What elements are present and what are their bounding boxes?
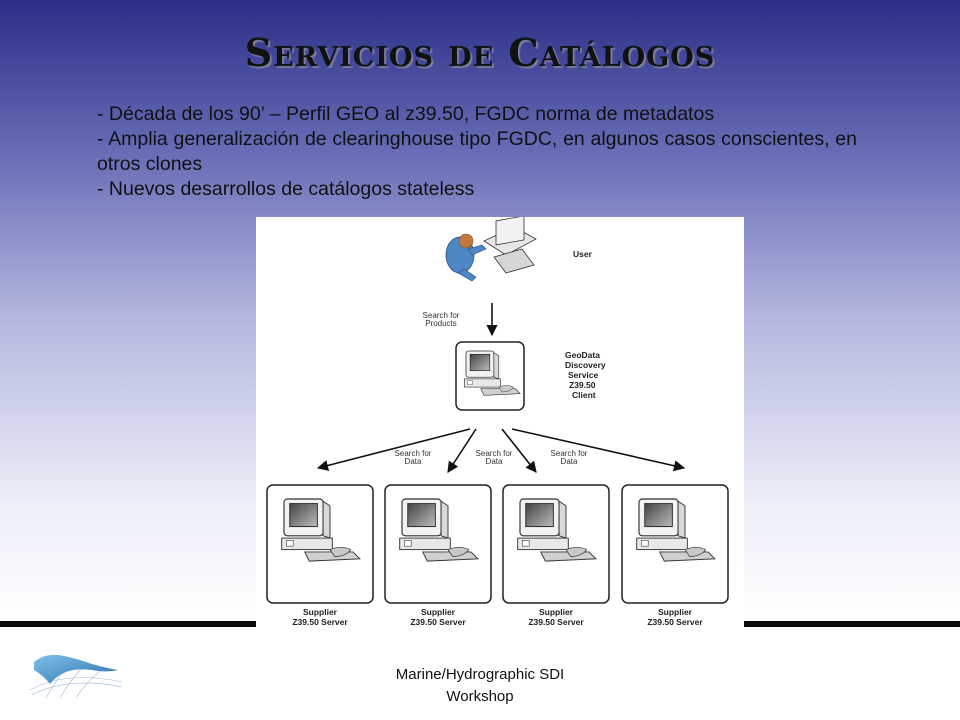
bullet-item: - Nuevos desarrollos de catálogos statel…: [97, 178, 475, 200]
server-label: Z39.50 Server: [292, 617, 348, 627]
server-label: Z39.50 Server: [410, 617, 466, 627]
user-workstation-icon: [445, 217, 537, 282]
server-label: Supplier: [539, 607, 574, 617]
search-data-label: Data: [405, 457, 422, 466]
footer-line: Marine/Hydrographic SDI: [395, 666, 565, 683]
search-data-label: Data: [561, 457, 578, 466]
client-label: GeoData: [565, 350, 600, 360]
fanout-arrows: [316, 428, 686, 473]
server-label: Supplier: [303, 607, 338, 617]
search-products-label: Products: [425, 319, 457, 328]
search-data-label: Data: [486, 457, 503, 466]
server-node: [384, 484, 492, 604]
server-label: Supplier: [421, 607, 456, 617]
server-node: [266, 484, 374, 604]
bullet-item: - Década de los 90’ – Perfil GEO al z39.…: [97, 103, 715, 125]
search-products-label: Search for: [423, 311, 460, 320]
server-label: Supplier: [658, 607, 693, 617]
search-data-label: Search for: [395, 449, 432, 458]
client-label: Client: [572, 390, 596, 400]
user-label: User: [573, 249, 593, 259]
bullet-list: - Década de los 90’ – Perfil GEO al z39.…: [97, 102, 857, 202]
client-label: Z39.50: [569, 380, 596, 390]
search-data-label: Search for: [476, 449, 513, 458]
arrow-to-server-2: [447, 428, 477, 473]
slide-title: Servicios de Catálogos: [244, 30, 716, 75]
arrow-to-server-1: [316, 428, 471, 471]
server-node: [502, 484, 610, 604]
server-label: Z39.50 Server: [647, 617, 703, 627]
client-label: Service: [568, 370, 599, 380]
arrow-to-server-4: [511, 428, 686, 472]
server-label: Z39.50 Server: [528, 617, 584, 627]
footer-text: Marine/Hydrographic SDI Workshop: [330, 664, 630, 708]
client-label: Discovery: [565, 360, 606, 370]
footer-line: Workshop: [446, 688, 514, 705]
search-data-label: Search for: [551, 449, 588, 458]
map-logo-icon: [29, 654, 123, 699]
server-node: [621, 484, 729, 604]
architecture-diagram: User Search for Products GeoData Discove…: [256, 217, 744, 639]
arrow-to-server-3: [501, 428, 537, 473]
bullet-item: - Amplia generalización de clearinghouse…: [97, 128, 857, 175]
